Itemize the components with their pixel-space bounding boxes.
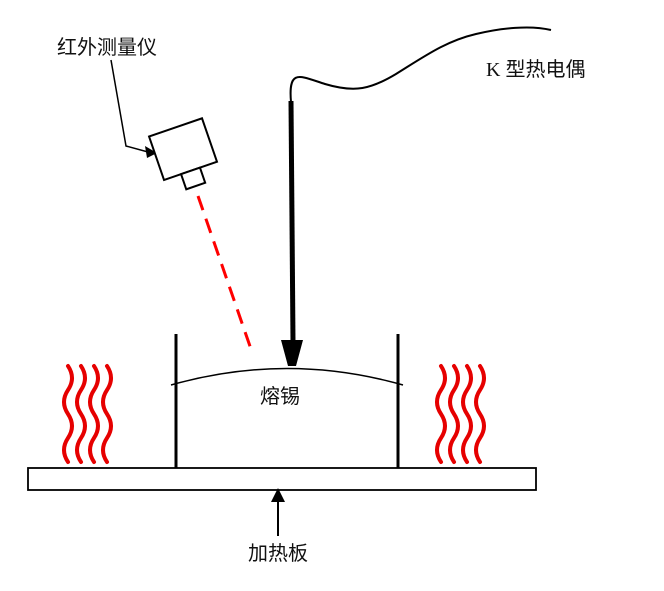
hotplate-arrowhead-icon [271,488,285,502]
heat-wave-icon [75,364,87,464]
solder-surface [170,367,404,386]
infrared-meter-label: 红外测量仪 [57,36,157,59]
laser-beam [196,195,254,353]
heat-waves-left [62,364,113,464]
k-thermocouple-label: K 型热电偶 [486,58,585,81]
heat-wave-icon [62,364,74,464]
camera-lens [179,166,207,191]
thermocouple-wire [289,26,552,103]
heating-plate-label: 加热板 [248,542,308,565]
heat-wave-icon [461,364,473,464]
thermocouple-probe [288,100,296,343]
molten-solder-label: 熔锡 [260,385,300,408]
infrared-leader-arrowhead-icon [145,146,157,158]
probe-tip [281,340,303,366]
heat-wave-icon [435,364,447,464]
heat-wave-icon [474,364,486,464]
infrared-camera [147,117,219,191]
heat-wave-icon [88,364,100,464]
heating-plate [27,467,537,491]
camera-body [147,117,219,182]
heat-wave-icon [101,364,113,464]
heat-waves-right [435,364,486,464]
heat-wave-icon [448,364,460,464]
infrared-leader-line [110,59,149,153]
